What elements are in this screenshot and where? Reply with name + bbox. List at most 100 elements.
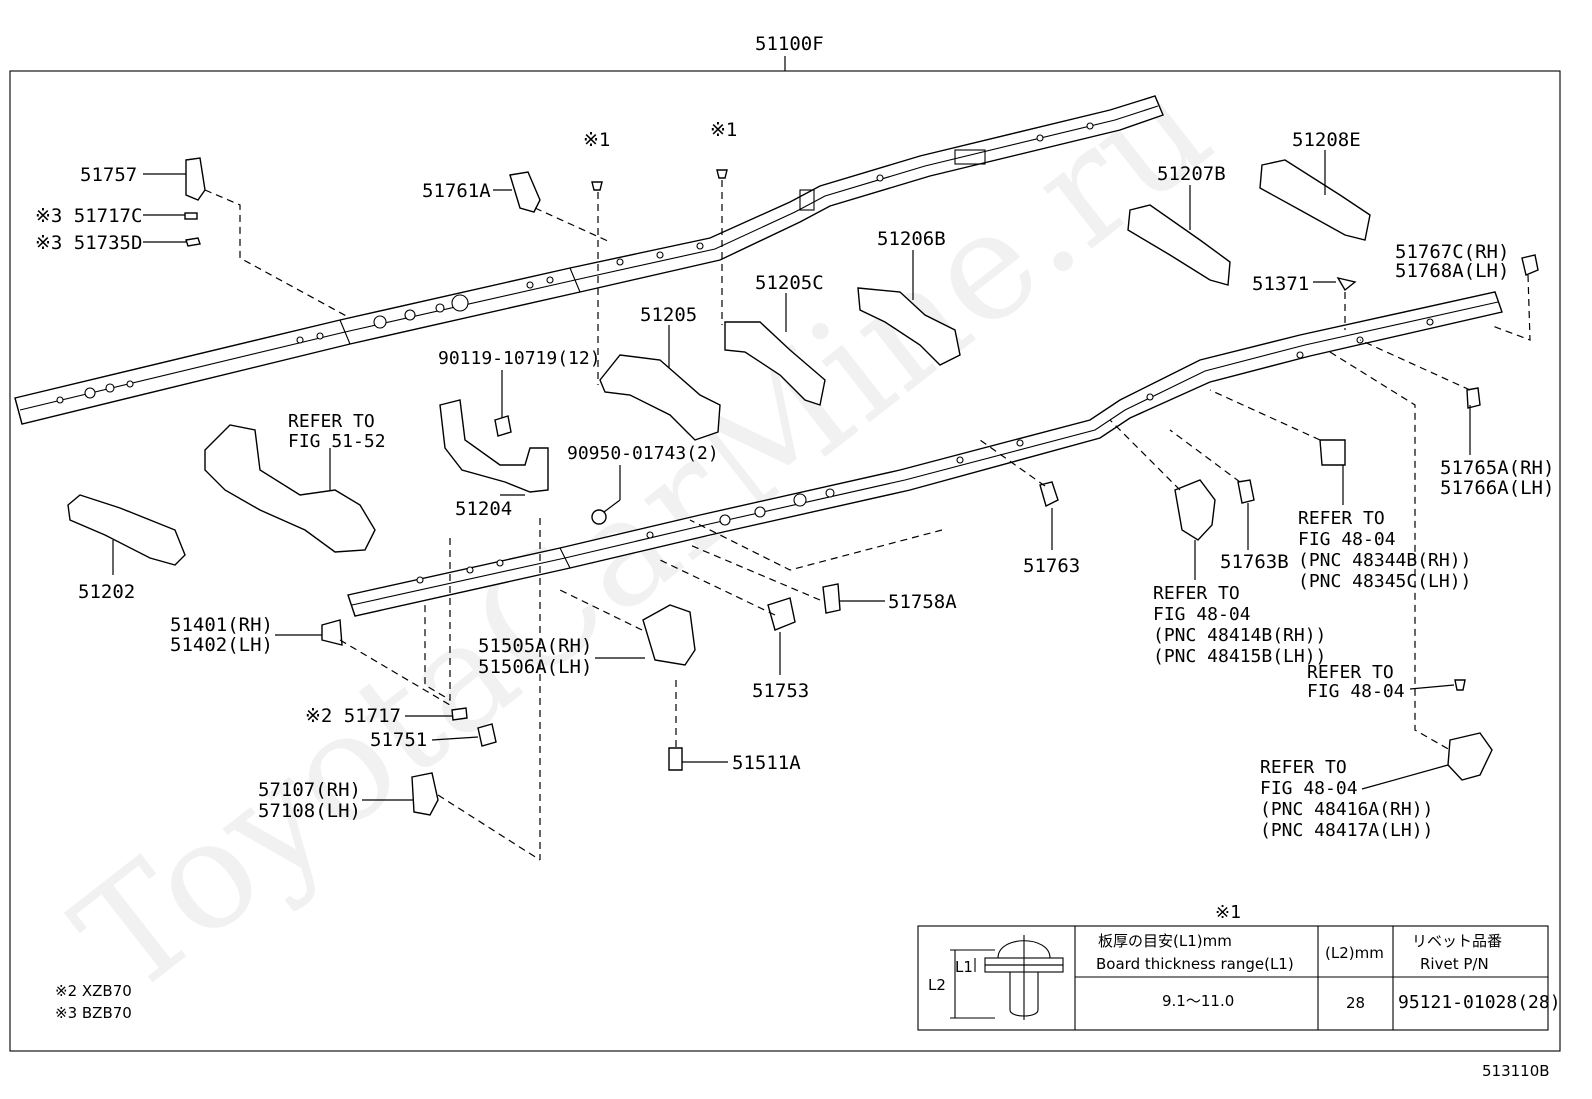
spring-bracket-48414b	[1174, 479, 1216, 541]
crossmember-51206b	[857, 287, 961, 366]
label-51506a: 51506A(LH)	[478, 656, 592, 678]
bracket-51758a	[822, 583, 841, 614]
value-thickness: 9.1～11.0	[1162, 992, 1234, 1010]
label-51205: 51205	[640, 304, 697, 326]
crossmember-51205	[599, 354, 721, 441]
label-refer-4804-b2: FIG 48-04	[1153, 604, 1251, 625]
label-refer-4804-c1: REFER TO	[1307, 662, 1394, 683]
label-51206b: 51206B	[877, 228, 946, 250]
label-refer-4804-d4: (PNC 48417A(LH))	[1260, 820, 1433, 841]
label-51205c: 51205C	[755, 272, 824, 294]
header-rivet-en: Rivet P/N	[1420, 955, 1489, 973]
label-51207b: 51207B	[1157, 163, 1226, 185]
value-rivet-pn: 95121-01028(28)	[1398, 992, 1561, 1013]
label-refer-4804-a1: REFER TO	[1298, 508, 1385, 529]
label-51757: 51757	[80, 164, 137, 186]
label-51765a: 51765A(RH)	[1440, 457, 1554, 479]
bracket-51505a	[642, 604, 696, 666]
bracket-51401	[321, 619, 343, 646]
figure-code: 513110B	[1482, 1062, 1550, 1080]
label-51505a: 51505A(RH)	[478, 635, 592, 657]
nut-90950	[591, 509, 607, 525]
assembly-label: 51100F	[755, 33, 824, 55]
label-51763b: 51763B	[1220, 551, 1289, 573]
frame-rail-left	[14, 95, 1164, 425]
label-refer-4804-c2: FIG 48-04	[1307, 681, 1405, 702]
header-l2: (L2)mm	[1325, 944, 1384, 962]
dim-l2: L2	[928, 976, 946, 994]
label-refer-4804-a4: (PNC 48345C(LH))	[1298, 571, 1471, 592]
label-51204: 51204	[455, 498, 512, 520]
crossmember-51208e	[1259, 159, 1371, 241]
leader-lines	[112, 150, 1471, 801]
label-rivet-mark-2: ※1	[710, 119, 737, 141]
note-bzb70: ※3 BZB70	[55, 1004, 132, 1022]
part-51511a	[668, 747, 683, 771]
label-51766a: 51766A(LH)	[1440, 477, 1554, 499]
rivet-spec-table: ※1 L1 L2 板厚の目安(L1)mm Board thickness ran…	[917, 902, 1561, 1031]
label-51761a: 51761A	[422, 180, 491, 202]
label-51753: 51753	[752, 680, 809, 702]
label-51401: 51401(RH)	[170, 614, 273, 636]
crossmember-51205c	[724, 321, 826, 406]
bracket-51753	[767, 597, 796, 631]
rivet-table-mark: ※1	[1215, 902, 1241, 923]
label-51717c: ※3 51717C	[35, 205, 142, 227]
label-51758a: 51758A	[888, 591, 957, 613]
header-rivet-jp: リベット品番	[1412, 932, 1502, 950]
bracket-51767c	[1521, 254, 1539, 276]
rivet-1	[591, 181, 603, 191]
label-refer-4804-d1: REFER TO	[1260, 757, 1347, 778]
value-l2: 28	[1346, 994, 1365, 1012]
label-refer-4804-b1: REFER TO	[1153, 583, 1240, 604]
bracket-51761a	[509, 171, 541, 213]
part-51371	[1336, 276, 1357, 292]
front-suspension-member	[204, 424, 376, 553]
bolt-90119	[494, 415, 512, 437]
spring-shackle-48416a	[1447, 732, 1493, 781]
header-thickness-jp: 板厚の目安(L1)mm	[1098, 932, 1232, 950]
label-90119: 90119-10719(12)	[438, 348, 601, 369]
label-refer-4804-b4: (PNC 48415B(LH))	[1153, 646, 1326, 667]
rivet-lower	[1454, 679, 1466, 691]
label-refer-4804-a2: FIG 48-04	[1298, 529, 1396, 550]
label-51768a: 51768A(LH)	[1395, 260, 1509, 282]
dim-l1: L1	[955, 958, 973, 976]
label-57108: 57108(LH)	[258, 800, 361, 822]
label-51402: 51402(LH)	[170, 634, 273, 656]
label-51763: 51763	[1023, 555, 1080, 577]
label-57107: 57107(RH)	[258, 779, 361, 801]
frame-rail-right	[347, 291, 1503, 617]
bracket-51763	[1039, 481, 1059, 508]
spring-bracket-48344b	[1319, 439, 1346, 466]
label-rivet-mark-1: ※1	[583, 129, 610, 151]
label-51208e: 51208E	[1292, 129, 1361, 151]
label-refer-5152-b: FIG 51-52	[288, 431, 386, 452]
label-refer-4804-d2: FIG 48-04	[1260, 778, 1358, 799]
label-51202: 51202	[78, 581, 135, 603]
label-51751: 51751	[370, 729, 427, 751]
guide-lines	[204, 180, 1531, 861]
crossmember-51204	[439, 399, 549, 493]
label-refer-4804-a3: (PNC 48344B(RH))	[1298, 550, 1471, 571]
bracket-51757	[184, 157, 206, 247]
note-xzb70: ※2 XZB70	[55, 982, 132, 1000]
crossmember-51202	[67, 494, 186, 566]
bracket-51751	[477, 723, 497, 747]
header-thickness-en: Board thickness range(L1)	[1096, 955, 1294, 973]
part-labels: 51757 ※3 51717C ※3 51735D 51761A ※1 ※1 5…	[35, 119, 1554, 841]
label-51717: ※2 51717	[305, 705, 401, 727]
part-51717	[451, 707, 468, 721]
rivet-2	[716, 169, 728, 179]
label-90950: 90950-01743(2)	[567, 443, 719, 464]
label-refer-4804-b3: (PNC 48414B(RH))	[1153, 625, 1326, 646]
label-51735d: ※3 51735D	[35, 232, 142, 254]
crossmember-51207b	[1127, 204, 1231, 286]
label-51767c: 51767C(RH)	[1395, 241, 1509, 263]
bracket-51765a	[1466, 387, 1481, 409]
bracket-51763b	[1237, 479, 1255, 504]
label-51371: 51371	[1252, 273, 1309, 295]
label-refer-5152-a: REFER TO	[288, 411, 375, 432]
label-refer-4804-d3: (PNC 48416A(RH))	[1260, 799, 1433, 820]
